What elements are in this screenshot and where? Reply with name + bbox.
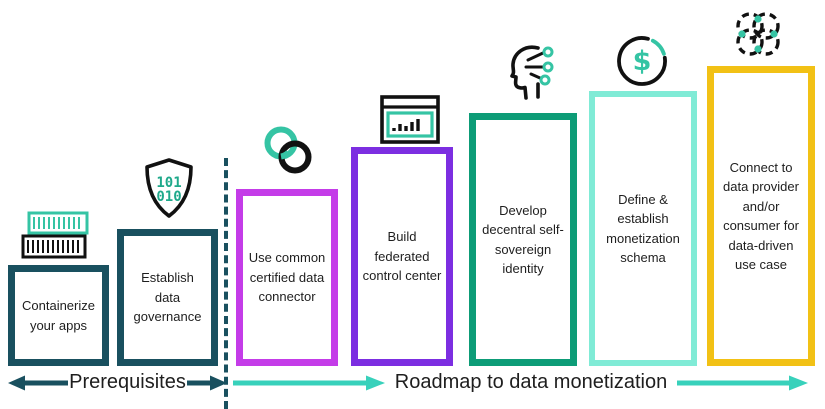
dashboard-window-icon: [380, 95, 440, 144]
shield-binary-icon: 101 010: [145, 158, 193, 218]
shield-binary-text-1: 101: [156, 175, 181, 191]
step-box-containerize-your-apps: Containerize your apps: [8, 265, 109, 366]
step-label: Containerize your apps: [22, 298, 95, 333]
shield-binary-text-2: 010: [156, 189, 181, 205]
arrow-right-icon: [233, 375, 385, 390]
step-label: Define & establish monetization schema: [606, 191, 680, 266]
roadmap-legend: Roadmap to data monetization: [233, 371, 808, 394]
section-divider-dashed-line: [224, 158, 228, 409]
step-label: Establish data governance: [133, 270, 202, 325]
prerequisites-legend: Prerequisites: [8, 371, 227, 394]
prerequisites-label: Prerequisites: [69, 371, 186, 393]
container-stack-icon: [21, 211, 89, 259]
dollar-symbol-text: $: [633, 46, 652, 77]
step-label: Connect to data provider and/or consumer…: [723, 159, 799, 273]
dollar-circle-icon: $: [617, 36, 667, 86]
network-nodes-icon: [736, 12, 780, 56]
arrow-left-icon: [8, 375, 68, 390]
step-box-build-federated-control-center: Build federated control center: [351, 147, 453, 366]
step-box-connect-to-data-provider-consumer: Connect to data provider and/or consumer…: [707, 66, 815, 366]
step-box-establish-data-governance: Establish data governance: [117, 229, 218, 366]
roadmap-label: Roadmap to data monetization: [394, 371, 668, 393]
interlocked-rings-icon: [264, 126, 312, 174]
step-box-use-common-certified-data-connector: Use common certified data connector: [236, 189, 338, 366]
arrow-right-icon: [187, 375, 227, 390]
head-circuit-icon: [510, 45, 554, 100]
step-label: Develop decentral self-sovereign identit…: [482, 202, 564, 277]
step-label: Use common certified data connector: [248, 250, 326, 305]
step-box-develop-decentral-self-sovereign-identity: Develop decentral self-sovereign identit…: [469, 113, 577, 366]
arrow-right-icon: [677, 375, 808, 390]
step-box-define-establish-monetization-schema: Define & establish monetization schema: [589, 91, 697, 366]
step-label: Build federated control center: [362, 229, 442, 284]
